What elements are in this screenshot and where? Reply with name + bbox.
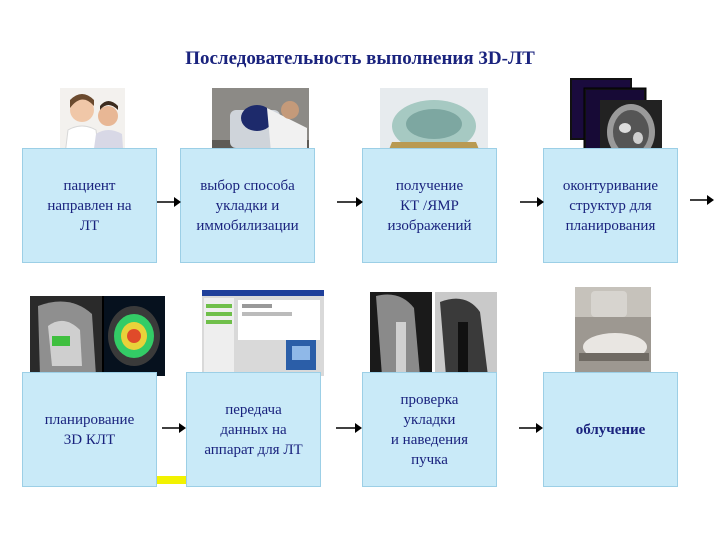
arrow-7-to-8	[519, 423, 543, 433]
diagram-title: Последовательность выполнения 3D-ЛТ	[185, 48, 535, 69]
linac-photo	[575, 287, 651, 377]
step-3d-planning: планирование 3D КЛТ	[22, 372, 157, 487]
step-immobilization-choice: выбор способа укладки и иммобилизации	[180, 148, 315, 263]
step-irradiation: облучение	[543, 372, 678, 487]
step-ct-mri-imaging: получение КТ /ЯМР изображений	[362, 148, 497, 263]
arrow-1-to-2	[157, 197, 181, 207]
step-contouring: оконтуривание структур для планирования	[543, 148, 678, 263]
arrow-6-to-7	[336, 423, 362, 433]
arrow-4-continue	[690, 195, 714, 205]
planning-images	[30, 296, 165, 376]
verification-xray	[370, 292, 497, 376]
software-screenshot	[202, 290, 324, 376]
step-patient-referral: пациент направлен на ЛТ	[22, 148, 157, 263]
arrow-3-to-4	[520, 197, 544, 207]
step-positioning-verification: проверка укладки и наведения пучка	[362, 372, 497, 487]
arrow-2-to-3	[337, 197, 363, 207]
arrow-5-to-6	[162, 423, 186, 433]
step-data-transfer: передача данных на аппарат для ЛТ	[186, 372, 321, 487]
